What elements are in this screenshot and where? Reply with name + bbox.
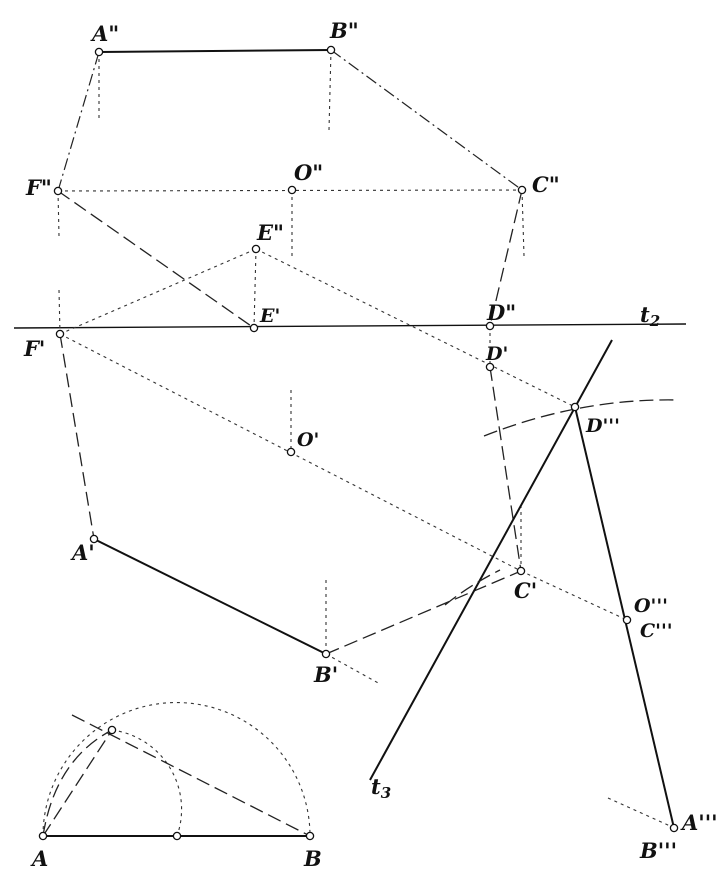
- label-o1: O': [297, 429, 319, 451]
- point-f1: [55, 329, 65, 339]
- edge-a2-b2: [98, 49, 332, 53]
- point-b: [305, 831, 315, 841]
- label-c3: C''': [640, 620, 673, 642]
- label-e1: E': [259, 305, 280, 327]
- point-a: [38, 831, 48, 841]
- stub-f-vert: [58, 289, 61, 335]
- line-f2-e1: [57, 190, 255, 329]
- point-d3: [570, 402, 580, 412]
- label-b2: B": [329, 18, 359, 43]
- stub-b1-tail: [325, 653, 381, 685]
- point-c2: [517, 185, 527, 195]
- point-d1: [485, 362, 495, 372]
- line-f1-e2: [59, 248, 257, 335]
- label-b3: B''': [639, 838, 677, 863]
- point-e2: [251, 244, 261, 254]
- arc-d3: [483, 399, 679, 437]
- label-d3: D''': [585, 415, 620, 437]
- point-d2: [485, 321, 495, 331]
- label-d2: D": [486, 300, 516, 325]
- axis-t3-line: [369, 339, 613, 781]
- edge-c2-d2: [489, 189, 523, 327]
- point-f2: [53, 186, 63, 196]
- label-a1: A': [70, 540, 95, 565]
- edge-a1-b1: [93, 538, 327, 655]
- edge-b2-c2: [330, 49, 523, 191]
- label-t2: t2: [640, 302, 660, 330]
- point-mid: [172, 831, 182, 841]
- point-o1: [286, 447, 296, 457]
- line-e2-d-three: [255, 248, 576, 408]
- point-e1: [249, 323, 259, 333]
- stub-e2-e1: [253, 248, 257, 329]
- label-e2: E": [256, 220, 284, 245]
- label-t3: t3: [371, 774, 391, 802]
- point-a3: [669, 823, 679, 833]
- label-c1: C': [514, 578, 537, 603]
- stub-f2: [57, 190, 60, 237]
- arc-c1: [444, 569, 501, 606]
- stub-b3: [607, 797, 671, 827]
- point-b1: [321, 649, 331, 659]
- label-o3: O''': [634, 595, 668, 617]
- point-a1: [89, 534, 99, 544]
- line-a-apex: [42, 729, 113, 837]
- line-apex-b: [71, 714, 311, 837]
- point-c1: [516, 566, 526, 576]
- label-f2: F": [25, 175, 52, 200]
- point-b2: [326, 45, 336, 55]
- edge-f2-a2: [57, 51, 100, 192]
- point-o3: [622, 615, 632, 625]
- axis-t2-line: [13, 323, 687, 329]
- label-d1: D': [485, 343, 508, 365]
- label-o2: O": [294, 160, 323, 185]
- point-a2: [94, 47, 104, 57]
- arc-left: [42, 729, 113, 837]
- stub-b2: [328, 49, 332, 131]
- edge-f1-a1: [59, 333, 95, 540]
- label-c2: C": [532, 172, 560, 197]
- label-a2: A": [90, 21, 119, 46]
- point-apex: [107, 725, 117, 735]
- stub-c2: [521, 189, 525, 257]
- point-o2: [287, 185, 297, 195]
- semicircle-ab: [42, 701, 311, 837]
- label-b: B: [303, 846, 322, 871]
- line-c1-o3: [520, 570, 628, 621]
- arc-mid: [111, 729, 183, 837]
- edge-b1-c1: [325, 570, 522, 655]
- edge-d1-c1: [489, 366, 522, 572]
- label-a: A: [30, 846, 48, 871]
- label-b1: B': [313, 662, 338, 687]
- label-f1: F': [23, 336, 45, 361]
- label-a3: A''': [680, 810, 718, 835]
